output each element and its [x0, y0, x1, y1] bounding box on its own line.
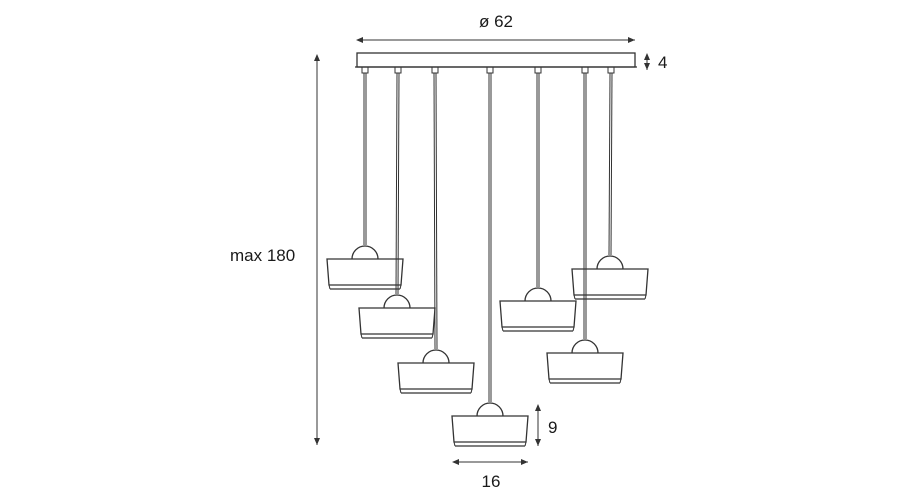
cord-connector [394, 66, 402, 74]
bulb-dome [596, 255, 624, 270]
canopy-height-dimension: 4 [644, 53, 667, 72]
shade-height-dimension: 9 [535, 404, 557, 446]
bulb-dome [524, 287, 552, 302]
shade-width-label: 16 [482, 472, 501, 491]
canopy-diameter-dimension: ø 62 [356, 12, 635, 43]
shade-body [451, 415, 529, 443]
canopy [355, 52, 637, 68]
shade-body [397, 362, 475, 390]
bulb-dome [351, 245, 379, 260]
bulb-dome [476, 402, 504, 417]
pendant-7 [571, 66, 649, 300]
shade-height-label: 9 [548, 418, 557, 437]
cord-connector [431, 66, 439, 74]
total-height-dimension: max 180 [230, 54, 320, 445]
canopy-height-label: 4 [658, 53, 667, 72]
canopy-diameter-label: ø 62 [479, 12, 513, 31]
shade-body [571, 268, 649, 296]
shade-width-dimension: 16 [452, 459, 528, 491]
cord [608, 72, 611, 256]
canopy-plate [356, 52, 636, 68]
cord-connector [486, 66, 494, 74]
pendant-5 [499, 66, 577, 332]
bulb-dome [422, 349, 450, 364]
shade-body [499, 300, 577, 328]
pendant-1 [326, 66, 404, 290]
cord-connector [361, 66, 369, 74]
total-height-label: max 180 [230, 246, 295, 265]
cord-connector [607, 66, 615, 74]
cord [395, 72, 398, 295]
shade-body [358, 307, 436, 335]
pendants-group [326, 66, 649, 447]
pendant-3 [397, 66, 475, 394]
cord [433, 72, 436, 350]
bulb-dome [383, 294, 411, 309]
cord-connector [534, 66, 542, 74]
bulb-dome [571, 339, 599, 354]
pendant-4 [451, 66, 529, 447]
shade-body [326, 258, 404, 286]
cord-connector [581, 66, 589, 74]
shade-body [546, 352, 624, 380]
pendant-2 [358, 66, 436, 339]
